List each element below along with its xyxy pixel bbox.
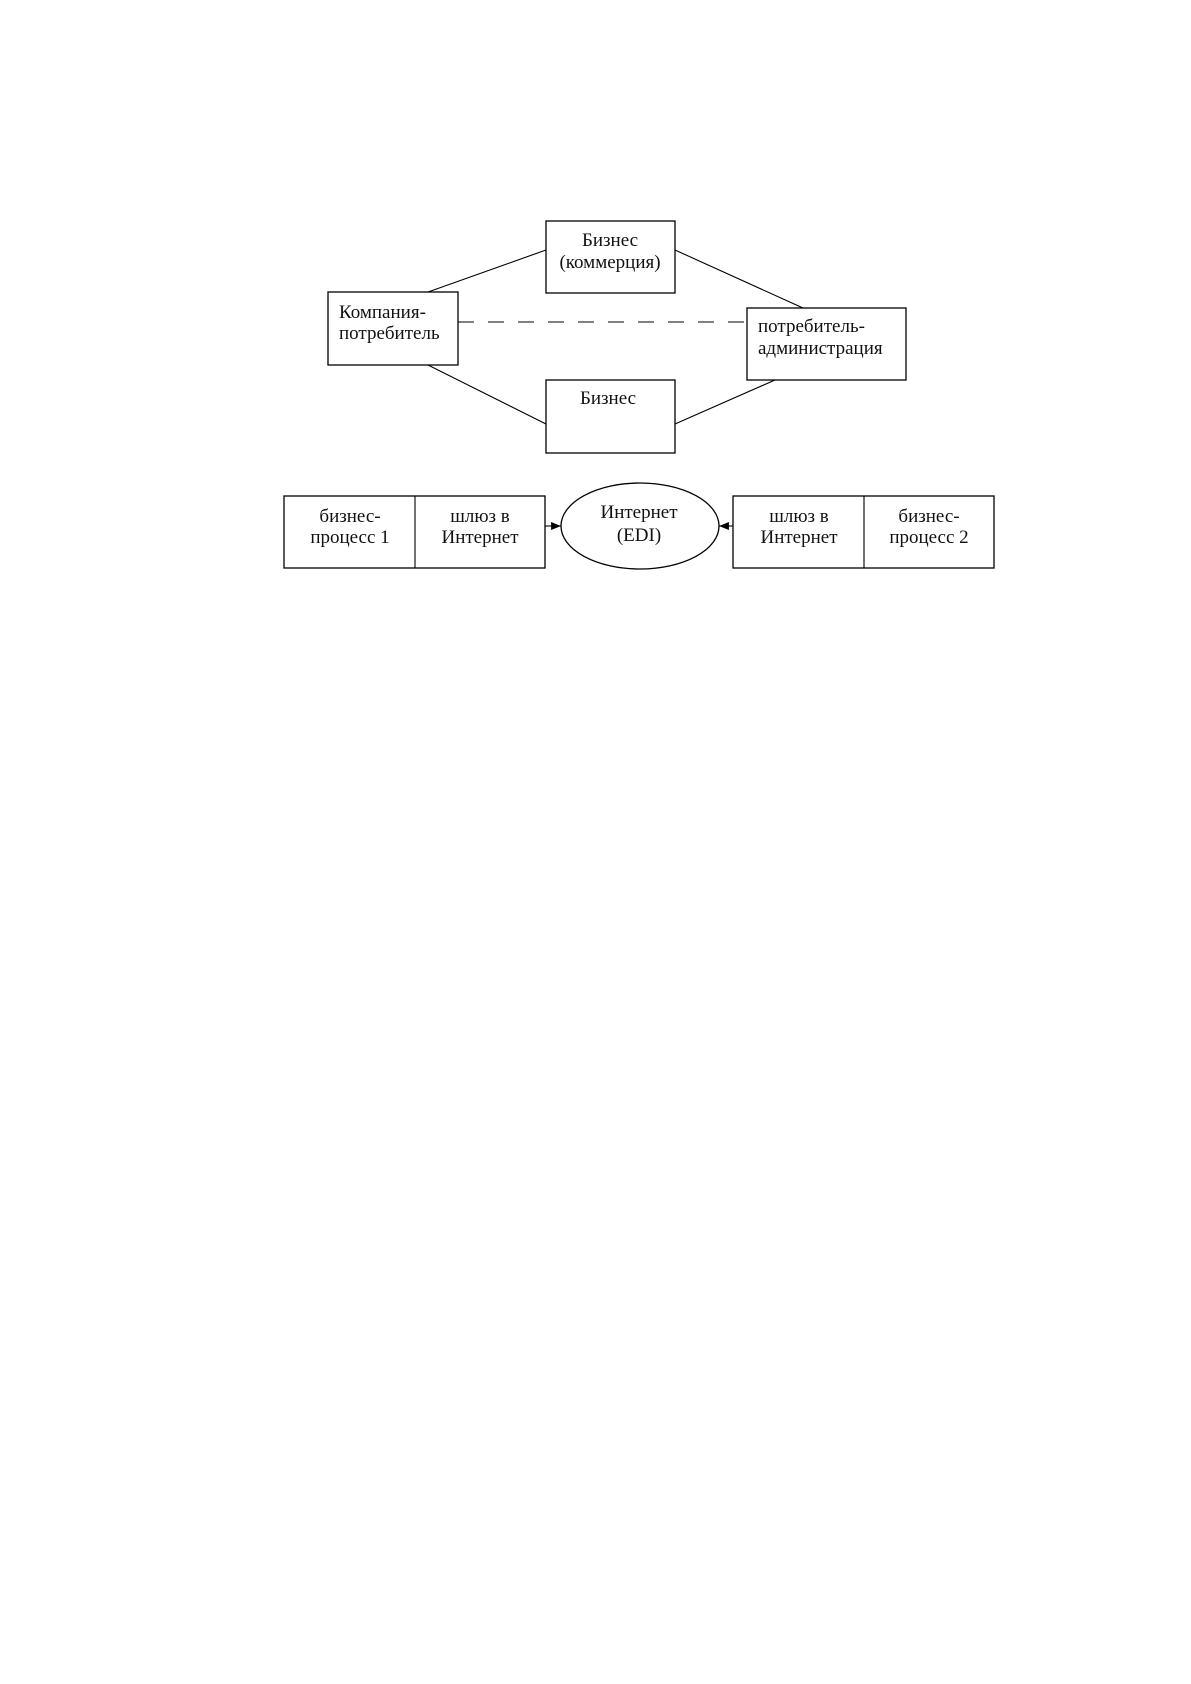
internet-label-line1: Интернет [600,502,678,523]
internet-edi-node: Интернет (EDI) [561,483,719,569]
business-box: Бизнес [546,380,675,453]
gateway-left-cell: шлюз в Интернет [441,506,519,548]
business-process-1-cell: бизнес- процесс 1 [310,506,389,548]
company-consumer-label-line2: потребитель [339,323,440,344]
gateway-right-label-line1: шлюз в [769,506,829,527]
consumer-administration-label-line2: администрация [758,338,883,359]
business-label: Бизнес [580,388,636,409]
connector-commerce-administration [675,250,803,308]
business-process-1-label-line2: процесс 1 [310,527,389,548]
consumer-administration-label-line1: потребитель- [758,316,865,337]
connector-company-business [428,365,546,424]
gateway-left-label-line2: Интернет [441,527,519,548]
commerce-box: Бизнес (коммерция) [546,221,675,293]
company-consumer-label-line1: Компания- [339,302,426,323]
company-consumer-box: Компания- потребитель [328,292,458,365]
consumer-administration-box: потребитель- администрация [747,308,906,380]
business-process-2-cell: бизнес- процесс 2 [889,506,968,548]
internet-label-line2: (EDI) [617,525,661,546]
gateway-right-cell: шлюз в Интернет [760,506,838,548]
connector-business-administration [675,380,775,424]
connector-company-commerce [428,250,546,292]
business-process-1-label-line1: бизнес- [319,506,380,527]
gateway-left-label-line1: шлюз в [450,506,510,527]
business-process-2-label-line2: процесс 2 [889,527,968,548]
commerce-label-line2: (коммерция) [559,252,660,273]
business-process-2-label-line1: бизнес- [898,506,959,527]
gateway-right-label-line2: Интернет [760,527,838,548]
commerce-label-line1: Бизнес [582,230,638,251]
